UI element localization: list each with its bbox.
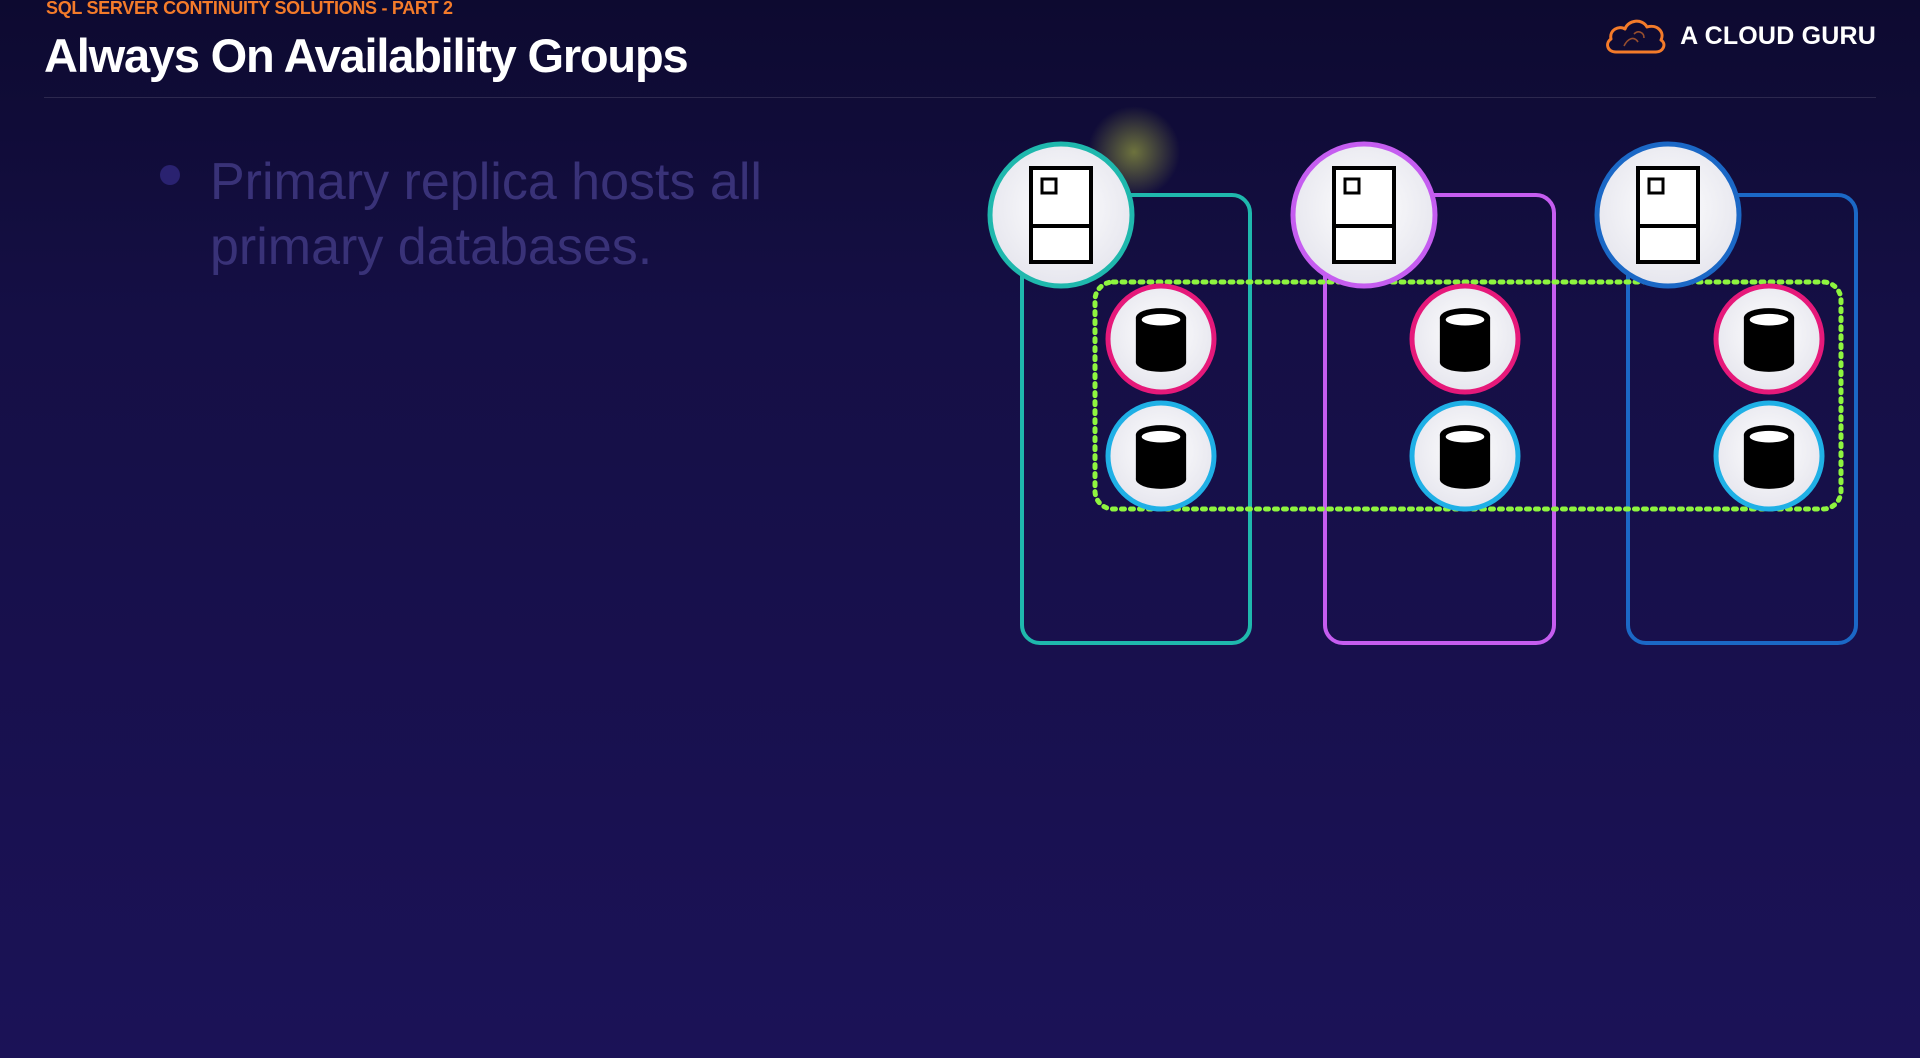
database-node-primary-1 bbox=[1105, 283, 1217, 395]
database-icon bbox=[1743, 308, 1795, 372]
server-icon bbox=[1029, 166, 1093, 264]
header-divider bbox=[44, 97, 1876, 98]
database-node-secondary-3 bbox=[1713, 400, 1825, 512]
bullet-item: Primary replica hosts all primary databa… bbox=[160, 150, 920, 280]
database-icon bbox=[1439, 308, 1491, 372]
bullet-dot bbox=[160, 165, 180, 185]
replica-box-2 bbox=[1323, 193, 1556, 645]
replica-box-1 bbox=[1020, 193, 1252, 645]
server-icon bbox=[1636, 166, 1700, 264]
replica-box-3 bbox=[1626, 193, 1858, 645]
database-node-primary-3 bbox=[1713, 283, 1825, 395]
cloud-logo-icon bbox=[1606, 19, 1666, 54]
server-node-3 bbox=[1594, 141, 1742, 289]
server-icon bbox=[1332, 166, 1396, 264]
database-icon bbox=[1743, 425, 1795, 489]
bullet-text: Primary replica hosts all primary databa… bbox=[210, 153, 762, 276]
database-node-secondary-1 bbox=[1105, 400, 1217, 512]
server-node-2 bbox=[1290, 141, 1438, 289]
brand-logo: A CLOUD GURU bbox=[1604, 16, 1876, 56]
course-eyebrow: SQL SERVER CONTINUITY SOLUTIONS - PART 2 bbox=[46, 0, 453, 18]
database-node-primary-2 bbox=[1409, 283, 1521, 395]
database-icon bbox=[1135, 308, 1187, 372]
slide-title: Always On Availability Groups bbox=[44, 29, 689, 82]
server-node-1 bbox=[987, 141, 1135, 289]
brand-name: A CLOUD GURU bbox=[1680, 21, 1876, 50]
database-node-secondary-2 bbox=[1409, 400, 1521, 512]
database-icon bbox=[1439, 425, 1491, 489]
database-icon bbox=[1135, 425, 1187, 489]
